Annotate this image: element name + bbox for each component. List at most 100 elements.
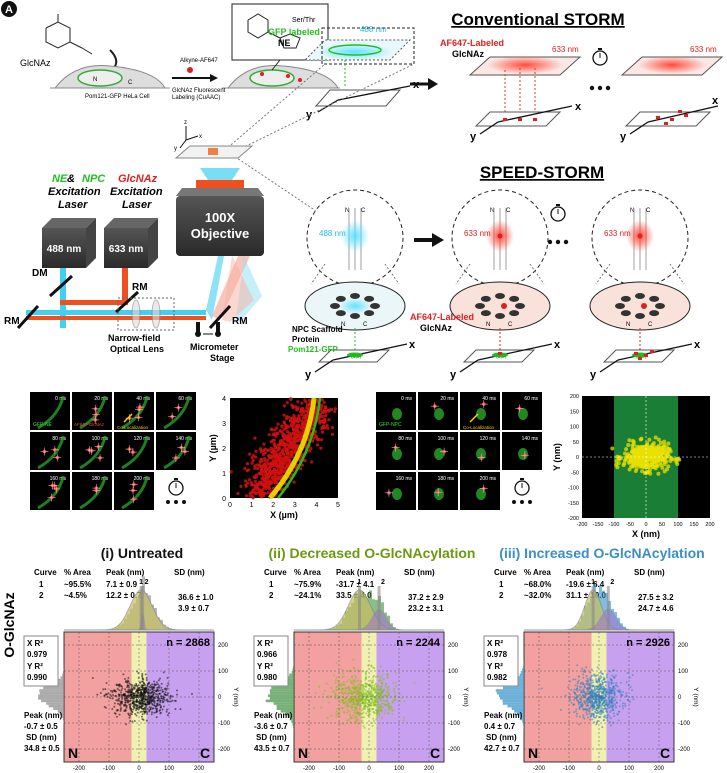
localization-point bbox=[392, 699, 395, 702]
localization-point bbox=[158, 684, 161, 687]
localization-point bbox=[275, 431, 279, 436]
localization-point bbox=[613, 694, 616, 697]
localization-point bbox=[169, 700, 172, 703]
localization-point bbox=[658, 440, 663, 445]
localization-point bbox=[146, 701, 149, 704]
localization-point bbox=[126, 701, 129, 704]
localization-point bbox=[354, 687, 357, 690]
localization-point bbox=[253, 475, 257, 480]
localization-point bbox=[120, 685, 123, 688]
localization-point bbox=[587, 684, 590, 687]
localization-point bbox=[253, 483, 257, 487]
localization-point bbox=[608, 703, 611, 706]
localization-point bbox=[586, 690, 589, 693]
svg-text:Ser/Thr: Ser/Thr bbox=[292, 17, 316, 24]
localization-point bbox=[593, 702, 596, 705]
localization-point bbox=[372, 717, 375, 720]
svg-text:C: C bbox=[128, 80, 133, 86]
table-header: Curve bbox=[494, 568, 517, 577]
localization-point bbox=[341, 689, 344, 692]
localization-point bbox=[367, 664, 370, 667]
localization-point bbox=[382, 678, 385, 681]
localization-point bbox=[403, 716, 406, 719]
localization-point bbox=[135, 714, 138, 717]
y-tick: 0 bbox=[678, 695, 682, 701]
localization-point bbox=[262, 442, 266, 446]
npc-subunit bbox=[364, 295, 375, 302]
localization-point bbox=[591, 699, 594, 702]
localization-point bbox=[139, 689, 142, 692]
localization-point bbox=[353, 701, 356, 704]
localization-point bbox=[282, 404, 287, 408]
localization-point bbox=[605, 709, 608, 712]
y-peak-label: Peak (nm) bbox=[484, 711, 523, 720]
localization-point bbox=[376, 703, 379, 706]
localization-point bbox=[381, 674, 384, 677]
localization-point bbox=[642, 445, 647, 450]
table-cell: 27.5 ± 3.2 bbox=[638, 593, 674, 602]
table-header: Peak (nm) bbox=[336, 568, 375, 577]
time-label: 180 ms bbox=[92, 476, 109, 482]
localization-point bbox=[612, 686, 615, 689]
localization-point bbox=[135, 698, 138, 701]
zoom-line bbox=[384, 263, 400, 285]
localization-point bbox=[347, 698, 350, 701]
x-tick: 100 bbox=[164, 766, 175, 772]
localization-point bbox=[288, 460, 292, 464]
localization-point bbox=[631, 674, 634, 677]
x-tick: -50 bbox=[626, 522, 634, 528]
localization-point bbox=[613, 692, 616, 695]
localization-point bbox=[586, 713, 589, 716]
localization-point bbox=[262, 448, 266, 453]
localization-point bbox=[384, 700, 387, 703]
localization-point bbox=[269, 465, 273, 469]
localization-point bbox=[596, 698, 599, 701]
x-axis-label: X (nm) bbox=[632, 529, 660, 539]
localization-point bbox=[660, 451, 665, 456]
localization-point bbox=[347, 685, 350, 688]
svg-text:633 nm: 633 nm bbox=[109, 244, 144, 255]
y-tick: 150 bbox=[570, 409, 579, 415]
y-histogram-bar bbox=[292, 723, 294, 726]
localization-point bbox=[134, 713, 137, 716]
npc-subunit bbox=[635, 313, 645, 319]
localization-point bbox=[150, 691, 153, 694]
table-cell: 7.1 ± 0.9 bbox=[106, 580, 138, 589]
npc-subunit bbox=[615, 303, 625, 309]
localization-point bbox=[610, 692, 613, 695]
svg-text:x: x bbox=[199, 134, 202, 140]
localization-point bbox=[364, 685, 367, 688]
localization-point bbox=[127, 680, 130, 683]
localization-point bbox=[105, 682, 108, 685]
y-histogram-bar bbox=[498, 694, 524, 697]
x-tick: -100 bbox=[333, 766, 346, 772]
localization-point bbox=[601, 681, 604, 684]
localization-point bbox=[325, 682, 328, 685]
localization-point bbox=[351, 692, 354, 695]
localization-point bbox=[625, 692, 628, 695]
localization-point bbox=[308, 398, 312, 402]
localization-point bbox=[363, 726, 366, 729]
localization-point bbox=[129, 688, 132, 691]
localization-point bbox=[591, 718, 594, 721]
localization-point bbox=[161, 708, 164, 711]
localization-point bbox=[611, 706, 614, 709]
localization-point bbox=[342, 672, 345, 675]
localization-point bbox=[174, 707, 177, 710]
localization-point bbox=[311, 439, 315, 443]
localization-point bbox=[144, 686, 147, 689]
localization-point bbox=[109, 697, 112, 700]
localization-point bbox=[351, 708, 354, 711]
nucleus-mark: N bbox=[626, 322, 630, 328]
localization-point bbox=[132, 697, 135, 700]
localization-point bbox=[341, 707, 344, 710]
localization-point bbox=[662, 439, 667, 444]
r2-label: Y R² bbox=[257, 662, 273, 671]
localization-point bbox=[326, 716, 329, 719]
localization-point bbox=[159, 701, 162, 704]
svg-text:NE: NE bbox=[52, 173, 68, 185]
localization-point bbox=[598, 680, 601, 683]
localization-point bbox=[618, 705, 621, 708]
localization-point bbox=[356, 712, 359, 715]
